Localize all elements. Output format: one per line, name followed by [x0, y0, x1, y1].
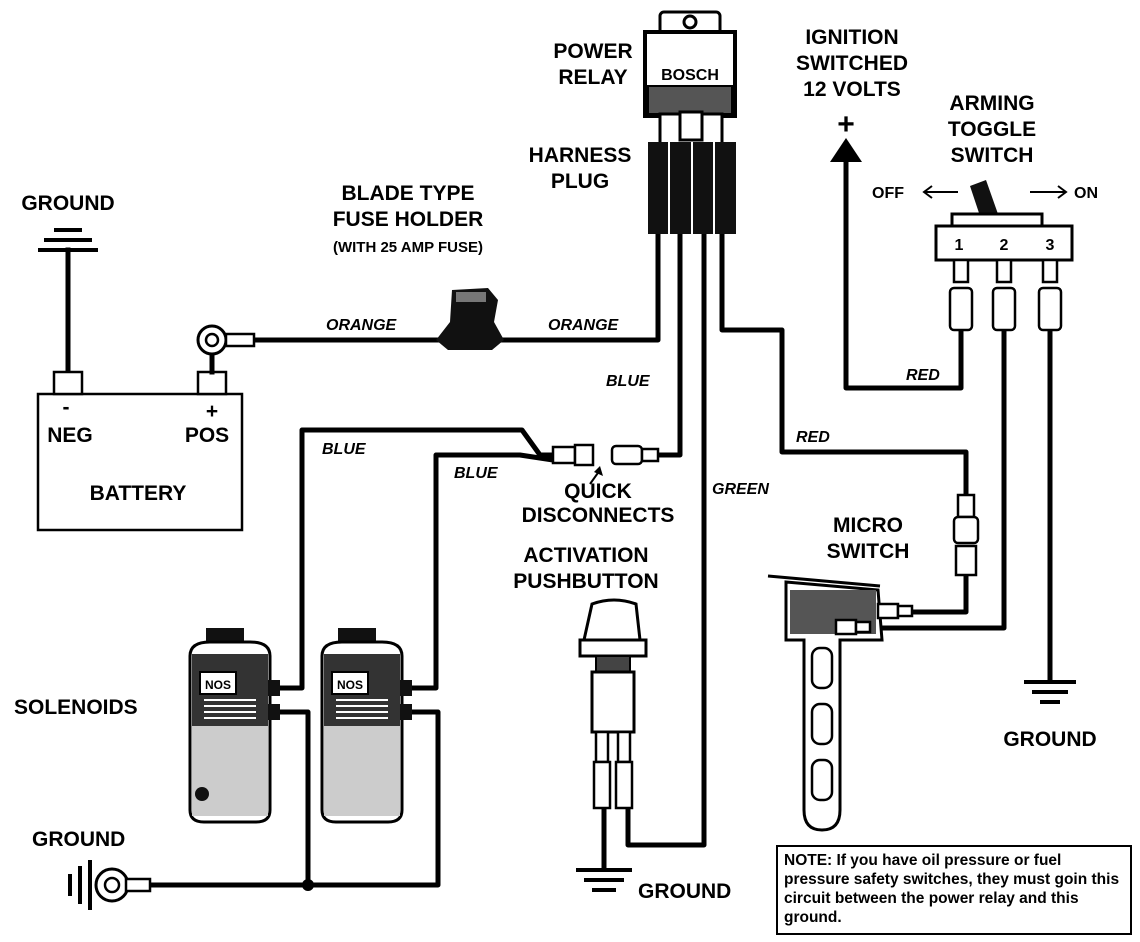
ground-label-bottom-left: GROUND — [32, 828, 125, 851]
arming-toggle-switch — [922, 180, 1074, 332]
green-wire — [625, 232, 707, 848]
on-label: ON — [1074, 185, 1098, 202]
terminal-1-label: 1 — [955, 237, 964, 254]
terminal-3-label: 3 — [1046, 237, 1055, 254]
solenoid-1-ground — [275, 709, 311, 888]
ignition-plus: + — [837, 108, 855, 141]
quick-disconnects-label-line2: DISCONNECTS — [522, 504, 675, 527]
solenoids-label: SOLENOIDS — [14, 696, 138, 719]
nos-label-1: NOS — [205, 678, 231, 692]
terminal-2-label: 2 — [1000, 237, 1009, 254]
ground-label-right: GROUND — [1003, 728, 1096, 751]
solenoid-2-ground — [147, 709, 441, 888]
wire-label-blue-solenoid-1: BLUE — [322, 441, 367, 458]
ignition-label-line3: 12 VOLTS — [803, 78, 901, 101]
harness-label-line2: PLUG — [551, 170, 609, 193]
ground-symbol-bottom-center — [576, 868, 632, 892]
micro-switch-label-line2: SWITCH — [827, 540, 910, 563]
orange-wire-relay — [487, 232, 661, 343]
power-relay — [643, 10, 737, 146]
wire-label-orange-left: ORANGE — [326, 317, 398, 334]
arming-label-line2: TOGGLE — [948, 118, 1036, 141]
ground-symbol-bottom-left — [68, 860, 152, 910]
blue-wire-relay — [657, 232, 683, 458]
neg-sign: - — [63, 396, 70, 419]
micro-switch-label-line1: MICRO — [833, 514, 903, 537]
arming-label-line3: SWITCH — [951, 144, 1034, 167]
wire-label-red-ignition: RED — [906, 367, 940, 384]
pos-sign: + — [206, 400, 218, 423]
pos-label: POS — [185, 424, 229, 447]
harness-plug — [648, 142, 736, 234]
activation-pushbutton — [578, 598, 648, 810]
blue-wire-solenoid-2 — [407, 452, 556, 691]
ignition-label-line1: IGNITION — [805, 26, 898, 49]
power-relay-label-line1: POWER — [553, 40, 632, 63]
red-wire-microswitch — [719, 232, 969, 498]
neg-label: NEG — [47, 424, 93, 447]
up-arrow-icon — [830, 138, 862, 162]
red-wire-ignition — [843, 157, 964, 391]
wire-label-blue-relay: BLUE — [606, 373, 651, 390]
quick-disconnects-label-line1: QUICK — [564, 480, 632, 503]
arming-label-line1: ARMING — [949, 92, 1034, 115]
solenoid-1 — [188, 628, 280, 824]
battery — [36, 324, 256, 532]
wire-label-green: GREEN — [712, 481, 769, 498]
fuse-holder-label-line2: FUSE HOLDER — [333, 208, 484, 231]
microswitch-connector — [952, 493, 980, 577]
power-relay-label-line2: RELAY — [558, 66, 627, 89]
microswitch-lead-1 — [909, 572, 969, 615]
fuse-note-label: (WITH 25 AMP FUSE) — [333, 239, 483, 256]
ground-label-bottom-center: GROUND — [638, 880, 731, 903]
ground-label-top-left: GROUND — [21, 192, 114, 215]
bosch-label: BOSCH — [661, 67, 719, 84]
activation-label-line2: PUSHBUTTON — [513, 570, 658, 593]
quick-disconnects — [551, 443, 660, 485]
note-box: NOTE: If you have oil pressure or fuel p… — [776, 845, 1132, 935]
activation-label-line1: ACTIVATION — [523, 544, 648, 567]
nos-label-2: NOS — [337, 678, 363, 692]
solenoid-2 — [320, 628, 412, 824]
ground-symbol-right — [1024, 680, 1076, 704]
wire-label-orange-right: ORANGE — [548, 317, 620, 334]
micro-switch — [767, 574, 914, 832]
wires — [65, 138, 1053, 891]
harness-label-line1: HARNESS — [529, 144, 632, 167]
wire-label-blue-solenoid-2: BLUE — [454, 465, 499, 482]
off-label: OFF — [872, 185, 904, 202]
fuse-holder — [436, 288, 504, 350]
wire-label-red-microswitch: RED — [796, 429, 830, 446]
ground-symbol-top-left — [38, 228, 98, 252]
microswitch-to-toggle — [859, 327, 1007, 631]
battery-label: BATTERY — [90, 482, 187, 505]
fuse-holder-label-line1: BLADE TYPE — [341, 182, 474, 205]
blue-wire-solenoid-1 — [275, 427, 556, 691]
ignition-label-line2: SWITCHED — [796, 52, 908, 75]
junction-dot — [302, 879, 314, 891]
